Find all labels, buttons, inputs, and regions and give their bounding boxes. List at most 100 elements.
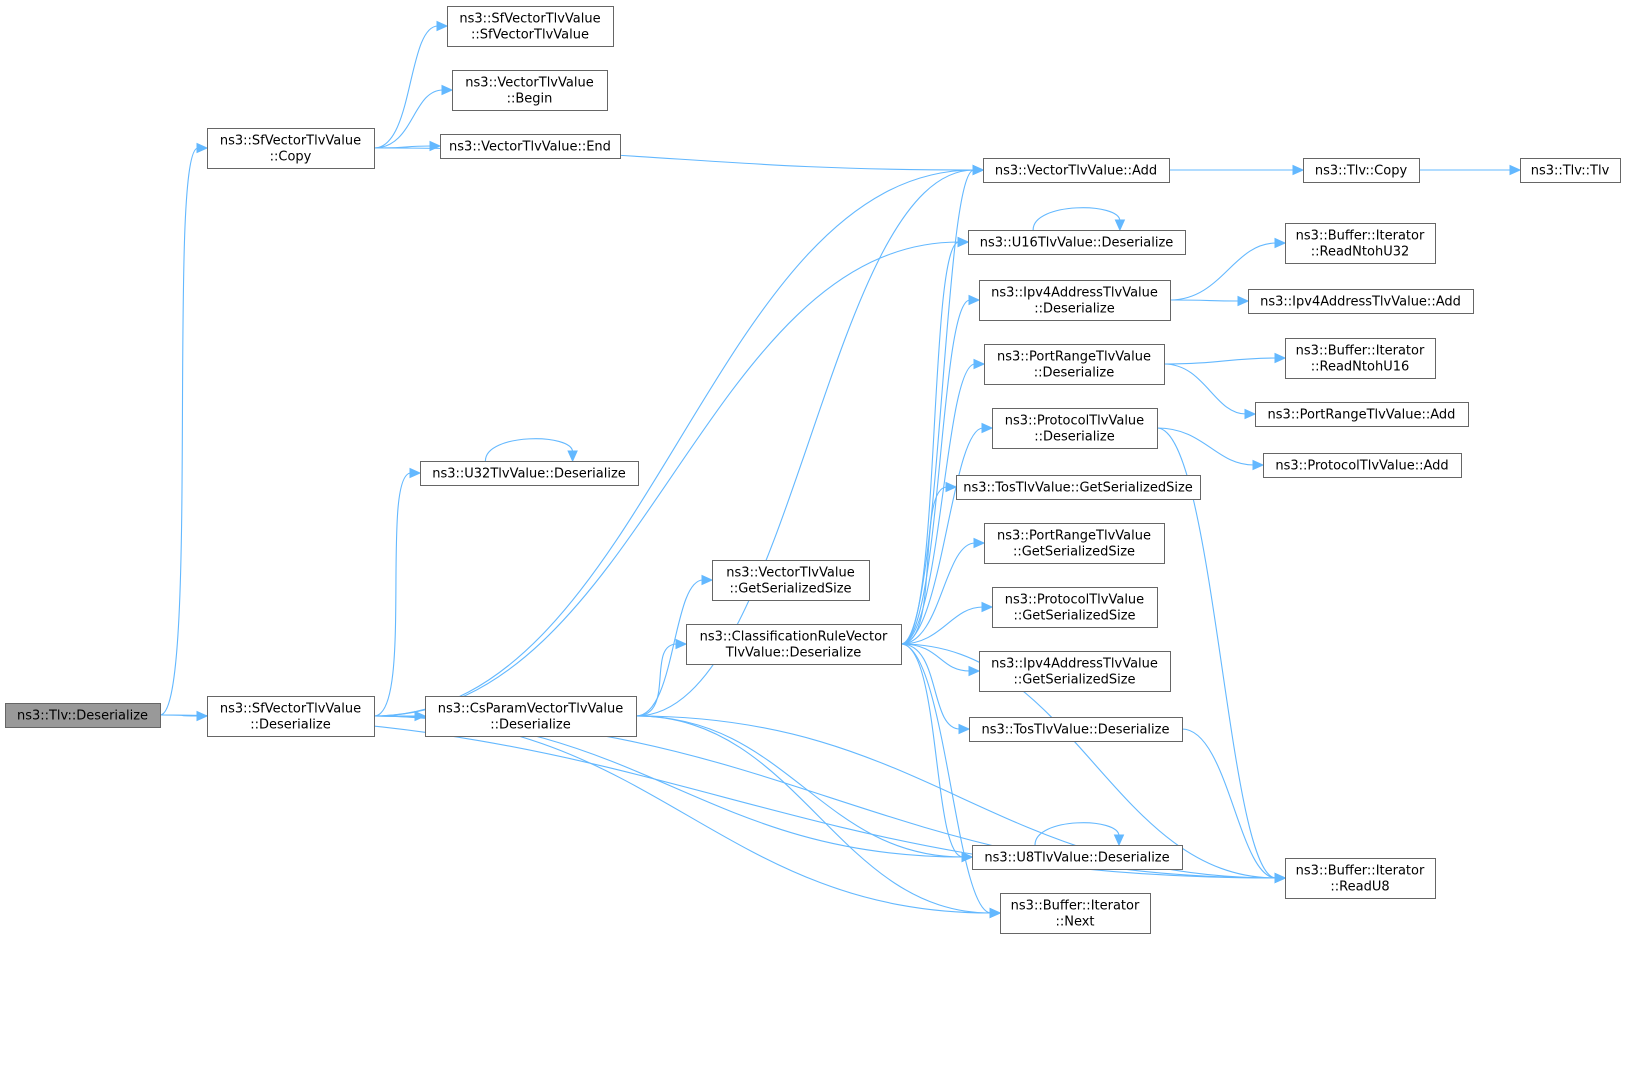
node-label: ::GetSerializedSize xyxy=(1013,545,1135,560)
edge-arrowhead xyxy=(1274,352,1287,364)
edge-arrowhead xyxy=(968,665,981,677)
node-pr-getsize[interactable]: ns3::PortRangeTlvValue::GetSerializedSiz… xyxy=(984,523,1165,564)
node-tlv-deserialize[interactable]: ns3::Tlv::Deserialize xyxy=(5,703,161,728)
edge-cs-deserialize-to-buf-next xyxy=(635,715,992,914)
node-ipv4-getsize[interactable]: ns3::Ipv4AddressTlvValue::GetSerializedS… xyxy=(979,651,1171,692)
node-label: ns3::ClassificationRuleVector xyxy=(700,630,888,645)
edge-cs-deserialize-to-vtv-getsize xyxy=(635,579,704,717)
node-box[interactable] xyxy=(686,624,902,665)
node-pr-deserialize[interactable]: ns3::PortRangeTlvValue::Deserialize xyxy=(984,344,1165,385)
node-label: ns3::TosTlvValue::GetSerializedSize xyxy=(963,481,1193,496)
node-label: ns3::VectorTlvValue::Add xyxy=(995,164,1157,179)
node-pr-add[interactable]: ns3::PortRangeTlvValue::Add xyxy=(1255,402,1469,427)
node-label: ns3::PortRangeTlvValue xyxy=(997,350,1151,365)
node-u8-deserialize[interactable]: ns3::U8TlvValue::Deserialize xyxy=(972,845,1183,870)
node-label: ::Next xyxy=(1055,915,1094,930)
node-label: ns3::ProtocolTlvValue xyxy=(1005,414,1144,429)
node-box[interactable] xyxy=(447,6,614,47)
node-box[interactable] xyxy=(992,587,1158,628)
edge-u32-deserialize-to-u32-deserialize xyxy=(484,438,574,462)
node-buf-readntohu32[interactable]: ns3::Buffer::Iterator::ReadNtohU32 xyxy=(1285,223,1436,264)
node-sfv-ctor[interactable]: ns3::SfVectorTlvValue::SfVectorTlvValue xyxy=(447,6,614,47)
edge-arrowhead xyxy=(968,294,981,306)
edge-crv-deserialize-to-ipv4-getsize xyxy=(900,643,971,672)
node-box[interactable] xyxy=(979,651,1171,692)
node-label: ns3::Ipv4AddressTlvValue::Add xyxy=(1260,295,1461,310)
node-box[interactable] xyxy=(452,70,608,111)
edge-u16-deserialize-to-u16-deserialize xyxy=(1032,207,1121,231)
edge-arrowhead xyxy=(436,20,449,32)
node-buf-readu8[interactable]: ns3::Buffer::Iterator::ReadU8 xyxy=(1285,858,1436,899)
node-tos-deserialize[interactable]: ns3::TosTlvValue::Deserialize xyxy=(969,717,1183,742)
node-proto-getsize[interactable]: ns3::ProtocolTlvValue::GetSerializedSize xyxy=(992,587,1158,628)
node-box[interactable] xyxy=(992,408,1158,449)
node-label: ns3::Buffer::Iterator xyxy=(1011,899,1140,914)
edge-arrowhead xyxy=(196,710,209,722)
node-sfv-deserialize[interactable]: ns3::SfVectorTlvValue::Deserialize xyxy=(207,696,375,737)
node-label: ::ReadNtohU16 xyxy=(1311,360,1410,375)
edge-ipv4-deserialize-to-buf-readntohu32 xyxy=(1169,242,1277,301)
node-box[interactable] xyxy=(984,344,1165,385)
node-box[interactable] xyxy=(5,703,161,728)
node-label: ns3::U32TlvValue::Deserialize xyxy=(432,467,626,482)
node-sfv-copy[interactable]: ns3::SfVectorTlvValue::Copy xyxy=(207,128,375,169)
node-box[interactable] xyxy=(969,717,1183,742)
node-label: ns3::PortRangeTlvValue xyxy=(997,529,1151,544)
edge-pr-deserialize-to-pr-add xyxy=(1163,363,1247,415)
edge-arrowhead xyxy=(958,723,971,735)
node-tlv-copy[interactable]: ns3::Tlv::Copy xyxy=(1303,158,1420,183)
node-box[interactable] xyxy=(1285,858,1436,899)
edge-crv-deserialize-to-tos-deserialize xyxy=(900,643,961,730)
node-box[interactable] xyxy=(1255,402,1469,427)
node-box[interactable] xyxy=(1285,223,1436,264)
node-vtv-begin[interactable]: ns3::VectorTlvValue::Begin xyxy=(452,70,608,111)
edge-sfv-deserialize-to-buf-next xyxy=(373,715,992,914)
node-vtv-end[interactable]: ns3::VectorTlvValue::End xyxy=(440,134,621,159)
node-buf-next[interactable]: ns3::Buffer::Iterator::Next xyxy=(1000,893,1151,934)
edge-arrowhead xyxy=(961,851,974,863)
node-tlv-ctor[interactable]: ns3::Tlv::Tlv xyxy=(1520,158,1621,183)
node-box[interactable] xyxy=(425,696,637,737)
node-box[interactable] xyxy=(712,560,870,601)
edge-arrowhead xyxy=(409,467,422,479)
node-box[interactable] xyxy=(1000,893,1151,934)
node-ipv4-add[interactable]: ns3::Ipv4AddressTlvValue::Add xyxy=(1248,289,1474,314)
node-box[interactable] xyxy=(207,128,375,169)
node-box[interactable] xyxy=(979,280,1171,321)
node-ipv4-deserialize[interactable]: ns3::Ipv4AddressTlvValue::Deserialize xyxy=(979,280,1171,321)
node-box[interactable] xyxy=(420,461,639,486)
node-box[interactable] xyxy=(968,230,1186,255)
node-label: ::Deserialize xyxy=(1034,366,1115,381)
node-tos-getsize[interactable]: ns3::TosTlvValue::GetSerializedSize xyxy=(956,475,1201,500)
node-label: ns3::Ipv4AddressTlvValue xyxy=(991,657,1158,672)
edge-arrowhead xyxy=(1113,834,1125,847)
node-box[interactable] xyxy=(956,475,1201,500)
node-box[interactable] xyxy=(1303,158,1420,183)
node-box[interactable] xyxy=(972,845,1183,870)
node-box[interactable] xyxy=(984,523,1165,564)
node-box[interactable] xyxy=(1263,453,1462,478)
node-crv-deserialize[interactable]: ns3::ClassificationRuleVectorTlvValue::D… xyxy=(686,624,902,665)
node-box[interactable] xyxy=(983,158,1170,183)
node-u16-deserialize[interactable]: ns3::U16TlvValue::Deserialize xyxy=(968,230,1186,255)
node-buf-readntohu16[interactable]: ns3::Buffer::Iterator::ReadNtohU16 xyxy=(1285,338,1436,379)
node-proto-deserialize[interactable]: ns3::ProtocolTlvValue::Deserialize xyxy=(992,408,1158,449)
node-box[interactable] xyxy=(1248,289,1474,314)
edge-arrowhead xyxy=(429,140,442,152)
node-cs-deserialize[interactable]: ns3::CsParamVectorTlvValue::Deserialize xyxy=(425,696,637,737)
node-vtv-add[interactable]: ns3::VectorTlvValue::Add xyxy=(983,158,1170,183)
node-u32-deserialize[interactable]: ns3::U32TlvValue::Deserialize xyxy=(420,461,639,486)
node-label: ns3::TosTlvValue::Deserialize xyxy=(982,723,1170,738)
node-box[interactable] xyxy=(1285,338,1436,379)
edge-sfv-copy-to-sfv-ctor xyxy=(373,25,439,149)
edge-ipv4-deserialize-to-ipv4-add xyxy=(1169,299,1240,302)
edge-crv-deserialize-to-u8-deserialize xyxy=(900,643,964,858)
node-proto-add[interactable]: ns3::ProtocolTlvValue::Add xyxy=(1263,453,1462,478)
node-box[interactable] xyxy=(207,696,375,737)
edge-crv-deserialize-to-proto-deserialize xyxy=(900,427,984,645)
node-box[interactable] xyxy=(440,134,621,159)
node-label: ns3::Buffer::Iterator xyxy=(1296,344,1425,359)
edge-arrowhead xyxy=(1274,237,1287,249)
node-box[interactable] xyxy=(1520,158,1621,183)
node-vtv-getsize[interactable]: ns3::VectorTlvValue::GetSerializedSize xyxy=(712,560,870,601)
